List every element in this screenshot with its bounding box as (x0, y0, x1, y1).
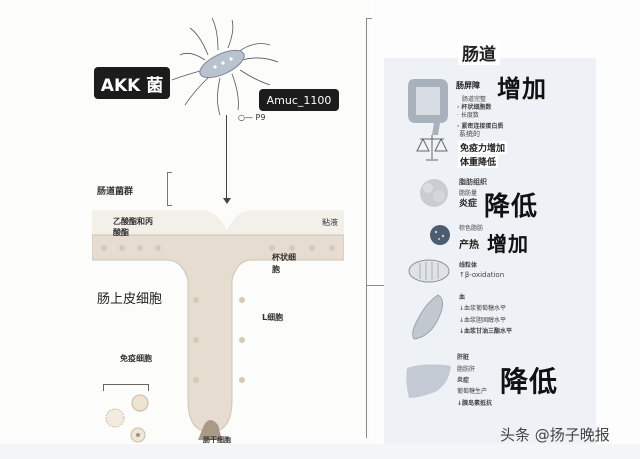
blood-vessel-icon (412, 294, 443, 340)
adipose-effect: 降低 (484, 192, 539, 222)
adipose-label: 炎症 (459, 199, 478, 209)
p9-text: P9 (255, 113, 266, 122)
immune-bracket (103, 384, 149, 391)
adipose-sub: 脂肪量 (459, 190, 478, 197)
goblet-label-line2: 胞 (272, 265, 280, 274)
barrier-item-1: 肠道完整 (462, 96, 487, 103)
scfa-label: 乙酸酯和丙 酸酯 (113, 216, 153, 238)
scfa-label-line2: 酸酯 (113, 228, 129, 237)
intestinal-crypt-diagram (92, 210, 344, 440)
barrier-heading: 肠屏障 (456, 81, 480, 90)
blood-glucose-item: ↓血浆葡萄糖水平 (459, 305, 507, 312)
brown-fat-icon (430, 225, 450, 245)
brown-fat-heading: 棕色脂肪 (459, 225, 484, 232)
divider-line (366, 18, 367, 438)
adipose-icon (420, 179, 448, 207)
barrier-effect: 增加 (497, 75, 547, 103)
amuc-1100-label: Amuc_1100 (259, 89, 339, 111)
goblet-label-line1: 杯状细 (272, 253, 296, 262)
arrow-head-icon (223, 198, 231, 204)
scale-icon (416, 135, 448, 161)
microbiota-label: 肠道菌群 (97, 187, 134, 197)
barrier-item-3: · 长度数 (457, 112, 479, 119)
immune-cell-label: 免疫细胞 (120, 354, 152, 363)
panel-title: 肠道 (458, 40, 500, 65)
liver-icon (406, 364, 451, 398)
glucose-production-item: 葡萄糖生产 (457, 388, 488, 395)
epithelial-cell-label: 肠上皮细胞 (97, 292, 163, 307)
insulin-resistance-item: ↓胰岛素抵抗 (457, 400, 493, 407)
blood-triglyceride-item: ↓血浆甘油三酯水平 (459, 328, 513, 335)
akk-label: AKK 菌 (94, 67, 170, 99)
microbiota-bracket (167, 172, 172, 206)
watermark: 头条 @扬子晚报 (500, 426, 610, 444)
mucus-label: 粘液 (322, 218, 338, 227)
fatty-liver-item: 脂肪肝 (457, 366, 476, 373)
brown-fat-label: 产热 (459, 240, 479, 251)
brown-fat-effect: 增加 (487, 232, 529, 256)
adipose-heading: 脂肪组织 (459, 178, 487, 186)
weight-line: 体重降低 (458, 155, 499, 168)
beta-oxidation-item: ↑β-oxidation (459, 271, 505, 279)
scfa-label-line1: 乙酸酯和丙 (113, 217, 153, 226)
immunity-line: 免疫力增加 (458, 141, 508, 154)
mitochondria-heading: 线粒体 (459, 262, 478, 269)
liver-heading: 肝脏 (457, 354, 470, 361)
bottom-strip (0, 444, 640, 459)
akk-bacterium-icon (171, 17, 279, 116)
liver-inflammation-item: 炎症 (457, 377, 470, 384)
l-cell-label: L细胞 (262, 313, 284, 322)
barrier-item-4: · 紧密连接蛋白质 (457, 123, 504, 130)
divider-tick (366, 18, 372, 19)
immune-cells-icon (105, 394, 149, 443)
mitochondria-icon (408, 259, 450, 283)
stem-cell-label: 肠干细胞 (203, 436, 231, 444)
systemic-heading: 系统的 (459, 130, 480, 138)
arrow-line (226, 115, 227, 200)
goblet-cell-label: 杯状细 胞 (272, 252, 296, 276)
p9-label: ○— P9 (238, 113, 266, 122)
divider-connector (366, 285, 384, 286)
barrier-item-2: · 杯状细胞数 (457, 104, 492, 111)
liver-effect: 降低 (500, 365, 559, 398)
blood-heading: 血 (459, 294, 466, 301)
blood-cholesterol-item: ↓血浆胆固醇水平 (459, 317, 507, 324)
intestine-icon (408, 79, 448, 135)
